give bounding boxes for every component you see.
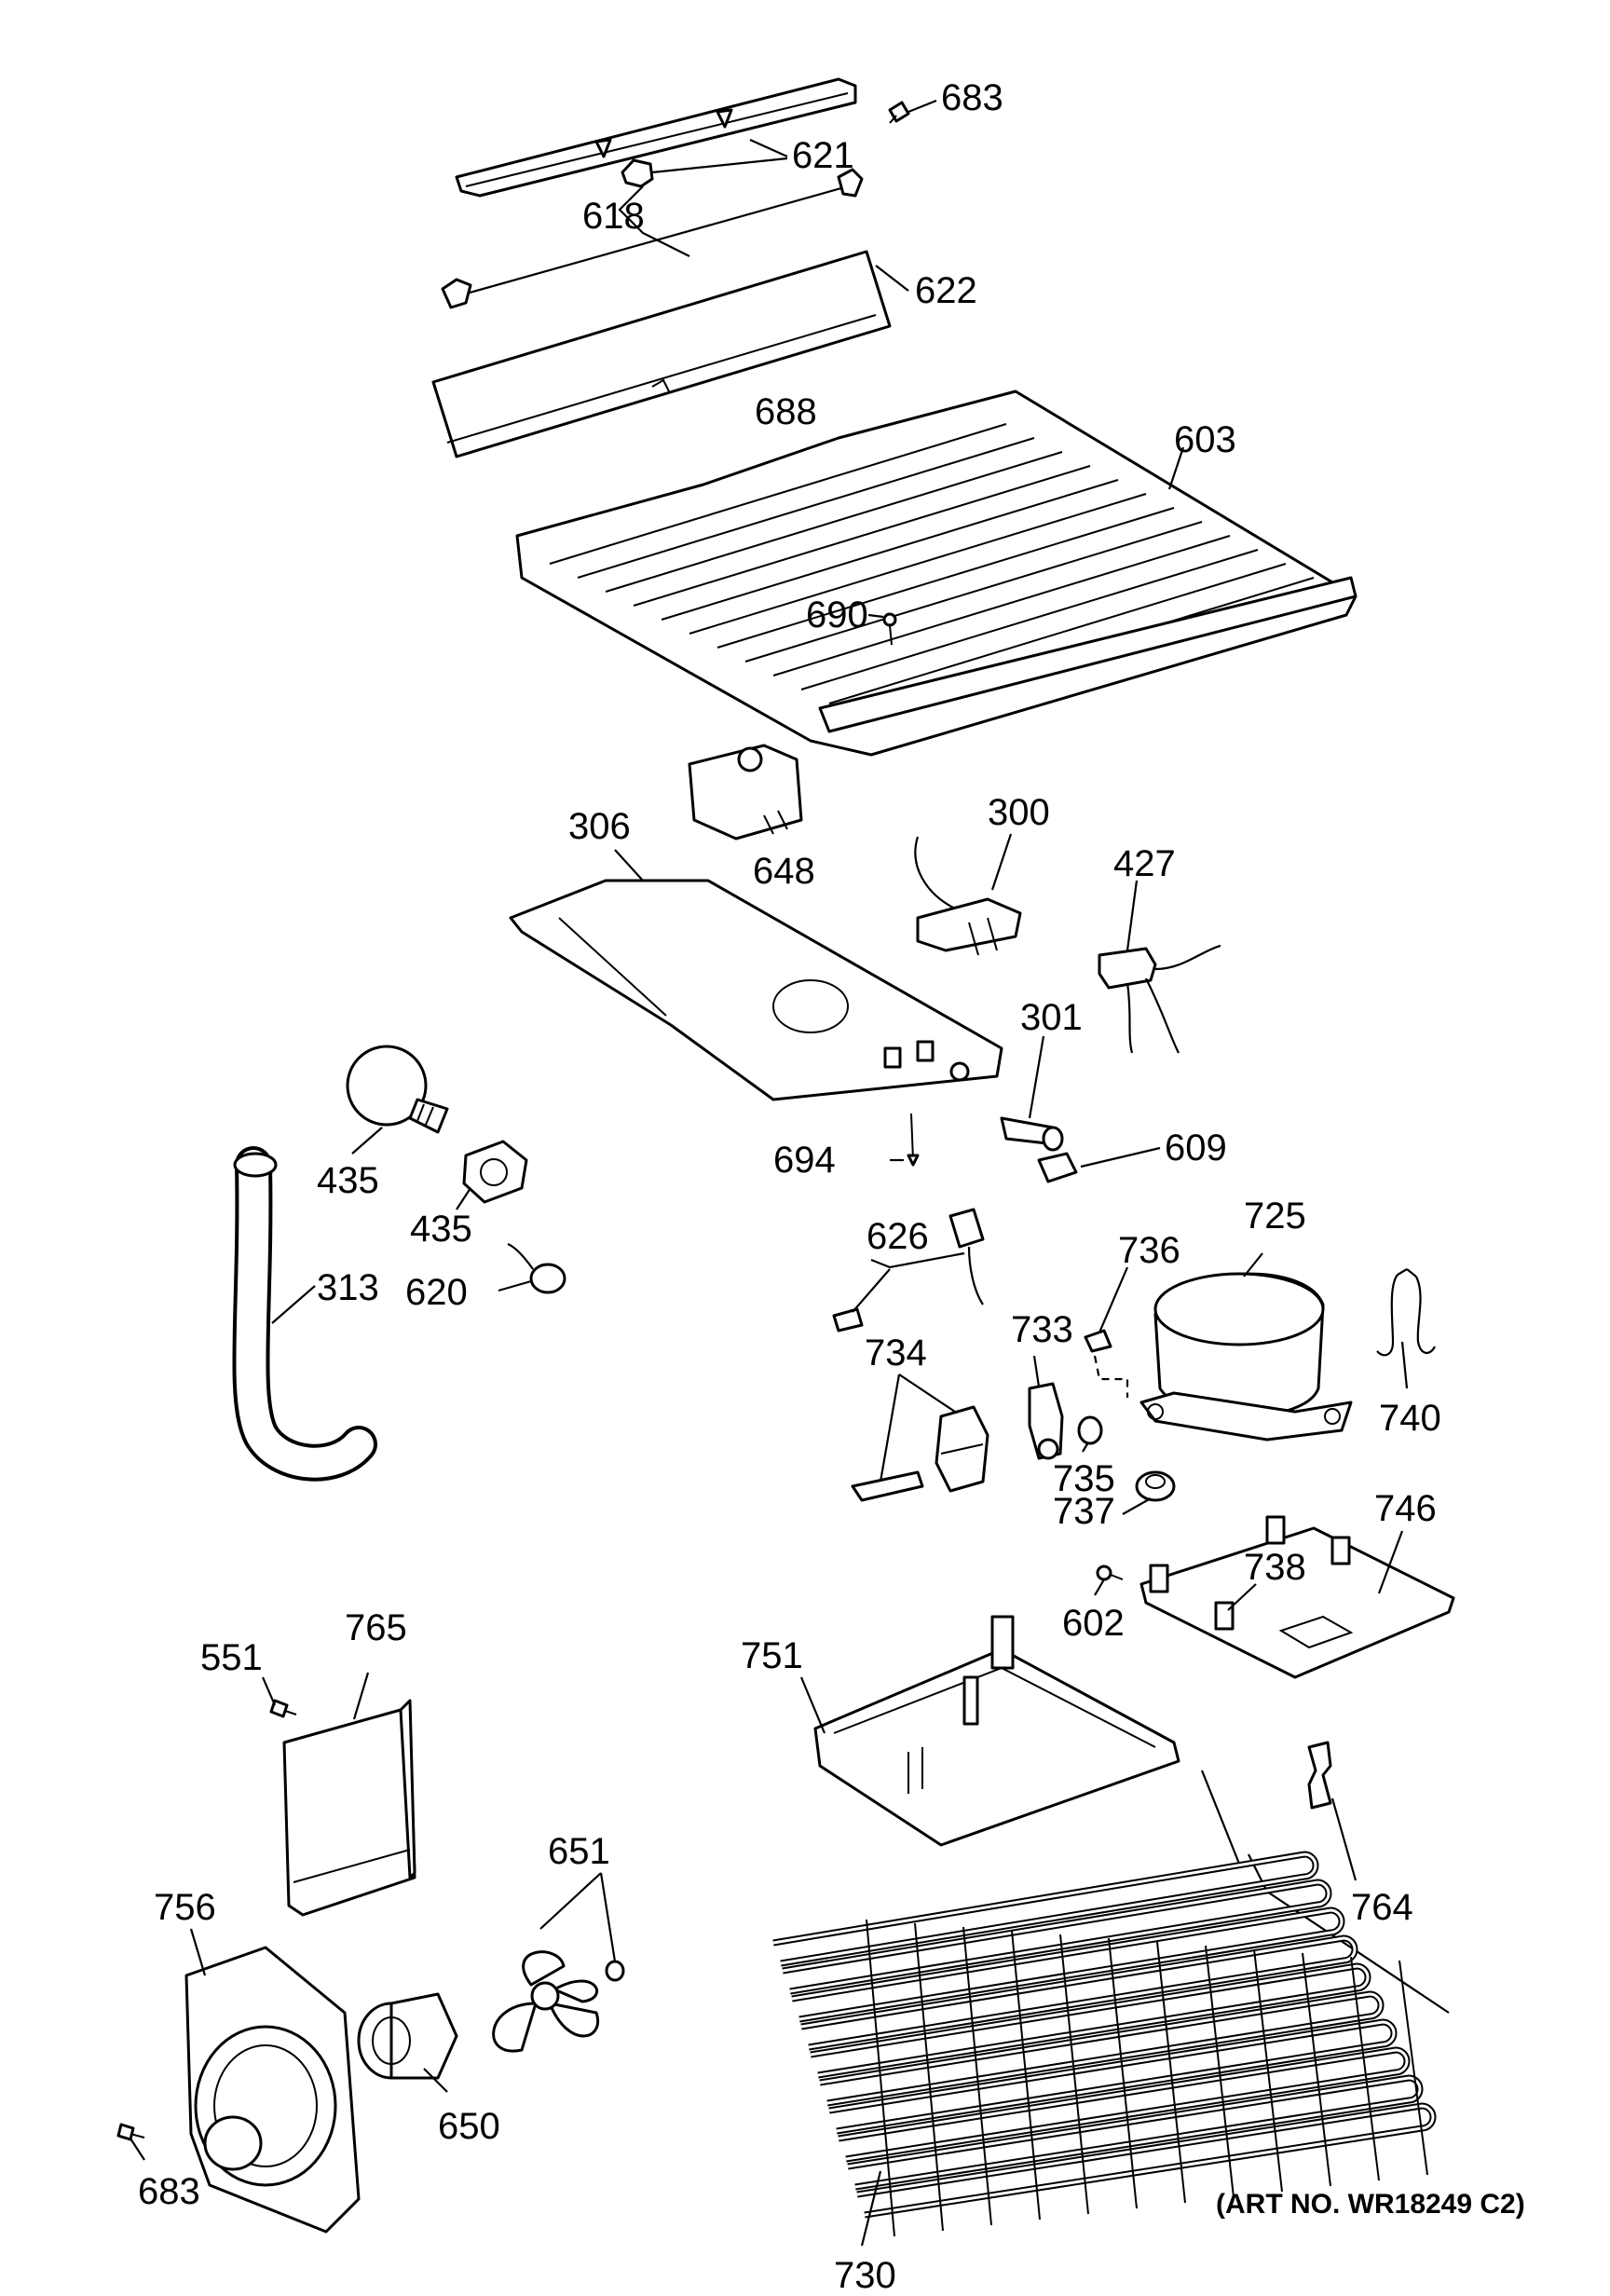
part-306-control-housing: [509, 879, 1003, 1101]
part-746-compressor-mount-plate: [1139, 1515, 1455, 1679]
part-765-fan-shroud-panel: [282, 1699, 416, 1917]
label-746: 746: [1374, 1488, 1437, 1529]
screw-683-bottom-icon: [116, 2123, 145, 2141]
part-736-clip: [1084, 1329, 1129, 1398]
screw-690-icon: [882, 612, 897, 646]
label-648: 648: [753, 851, 815, 892]
coil-loop: [838, 2048, 1409, 2161]
label-603: 603: [1174, 419, 1236, 460]
leader-lines: [130, 99, 1409, 2247]
part-300-thermostat: [914, 836, 1022, 956]
coil-loop: [819, 1992, 1383, 2105]
coil-wire: [1059, 1934, 1089, 2215]
coil-wire: [1156, 1941, 1186, 2204]
coil-wire: [914, 1922, 944, 2232]
part-626-overload-protector: [832, 1208, 985, 1332]
label-751: 751: [741, 1635, 803, 1676]
coil-loop: [772, 1852, 1317, 1965]
coil-wire: [1205, 1945, 1235, 2198]
part-620-cap: [507, 1242, 566, 1294]
part-737-grommet: [1135, 1470, 1176, 1502]
label-620: 620: [405, 1272, 468, 1313]
part-734-cover-and-clip: [851, 1405, 989, 1502]
label-551: 551: [200, 1637, 263, 1678]
part-622-light-cover: [431, 250, 892, 458]
label-683-top: 683: [941, 77, 1003, 118]
coil-wire: [1350, 1956, 1380, 2181]
label-650: 650: [438, 2106, 500, 2147]
part-764-clip: [1307, 1741, 1332, 1810]
screw-602-icon: [1096, 1565, 1124, 1581]
part-725-compressor: [1139, 1272, 1353, 1442]
label-621: 621: [792, 135, 854, 176]
coil-wire: [1253, 1948, 1283, 2193]
label-622: 622: [915, 270, 977, 311]
label-694: 694: [773, 1140, 836, 1181]
part-621-light-shield: [455, 77, 857, 198]
label-313: 313: [317, 1267, 379, 1308]
label-301: 301: [1020, 997, 1083, 1038]
label-427: 427: [1113, 843, 1176, 884]
coil-loop: [782, 1880, 1330, 1993]
coil-loop: [791, 1908, 1344, 2021]
label-602: 602: [1062, 1603, 1125, 1644]
part-651-fan-blade: [492, 1950, 625, 2053]
label-609: 609: [1165, 1128, 1227, 1168]
label-734: 734: [865, 1332, 927, 1374]
coil-loop: [847, 2076, 1422, 2189]
part-609-switch: [1037, 1152, 1078, 1183]
label-306: 306: [568, 806, 631, 847]
part-650-fan-motor: [357, 1992, 458, 2080]
screw-683-top-icon: [888, 101, 910, 124]
art-number: (ART NO. WR18249 C2): [1216, 2189, 1525, 2220]
coil-wire: [1399, 1960, 1428, 2176]
coil-loop: [856, 2104, 1435, 2217]
part-435-light-bulb: [346, 1045, 449, 1134]
part-730-condenser-coil: [772, 1770, 1450, 2237]
label-738: 738: [1244, 1547, 1306, 1588]
label-688: 688: [755, 391, 817, 432]
part-603-top-shelf-panel: [515, 390, 1358, 757]
coil-loop: [800, 1936, 1357, 2049]
label-737: 737: [1053, 1491, 1115, 1532]
coil-wire: [962, 1926, 992, 2226]
coil-wire: [1108, 1937, 1138, 2209]
label-435-socket: 435: [410, 1209, 472, 1250]
screw-694-icon: [907, 1113, 920, 1167]
coil-wire: [1302, 1952, 1331, 2187]
part-740-clip-spring: [1376, 1268, 1436, 1357]
part-301-bulb-socket: [1000, 1116, 1064, 1152]
label-683-bottom: 683: [138, 2171, 200, 2212]
coil-wire: [866, 1919, 895, 2237]
part-427-terminal-block: [1098, 944, 1221, 1054]
coil-loop: [828, 2020, 1396, 2133]
label-730: 730: [834, 2255, 896, 2296]
part-756-fan-bracket: [184, 1946, 361, 2234]
coil-wire: [1011, 1930, 1041, 2221]
label-435-bulb: 435: [317, 1160, 379, 1201]
label-626: 626: [866, 1216, 929, 1257]
label-733: 733: [1011, 1309, 1073, 1350]
label-765: 765: [345, 1607, 407, 1648]
label-764: 764: [1351, 1887, 1413, 1928]
label-690: 690: [806, 594, 868, 636]
label-618: 618: [582, 196, 645, 237]
part-labels: 683 621 618 622 688 603 690 306 648 300 …: [138, 77, 1525, 2296]
label-756: 756: [154, 1887, 216, 1928]
part-313-drain-tube: [232, 1146, 377, 1482]
part-648-defrost-timer: [688, 744, 803, 840]
part-735-capacitor: [1077, 1415, 1103, 1445]
part-435-light-socket: [462, 1140, 528, 1204]
label-740: 740: [1379, 1398, 1441, 1439]
part-751-drain-pan: [813, 1615, 1180, 1847]
coil-loop: [810, 1964, 1370, 2077]
label-725: 725: [1244, 1196, 1306, 1237]
part-618-light-socket-bracket: [441, 158, 864, 309]
label-651: 651: [548, 1831, 610, 1872]
label-300: 300: [988, 792, 1050, 833]
label-735: 735: [1053, 1458, 1115, 1499]
label-736: 736: [1118, 1230, 1180, 1271]
part-733-start-relay: [1028, 1382, 1064, 1460]
